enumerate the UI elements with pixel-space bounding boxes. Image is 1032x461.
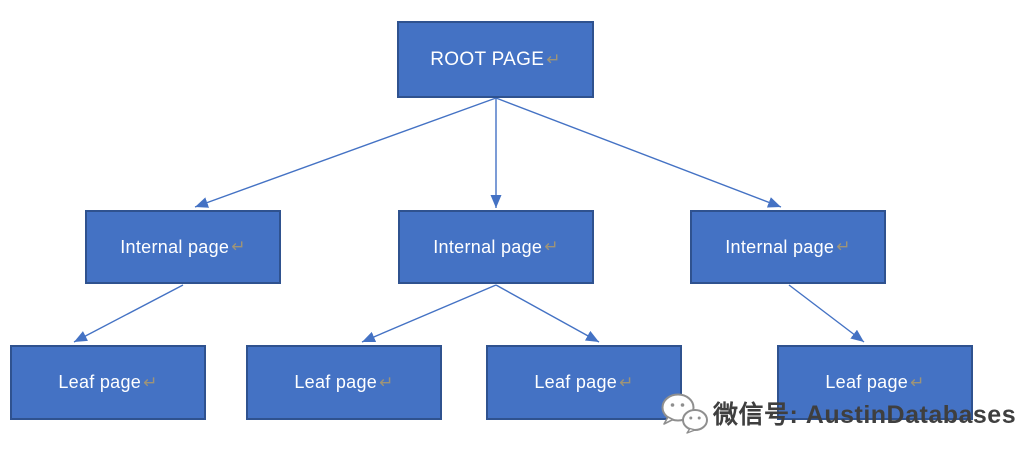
node-label: Leaf page [534, 372, 618, 392]
node-label: Internal page [433, 236, 543, 257]
paragraph-return-icon: ↵ [619, 372, 634, 392]
node-leaf-page-4: Leaf page↵ [777, 345, 973, 420]
node-root-page: ROOT PAGE↵ [397, 21, 594, 98]
edge-internal-2-to-leaf-3 [495, 284, 600, 343]
watermark-text: 微信号: AustinDatabases [713, 401, 1017, 429]
edge-root-to-internal-3 [495, 97, 782, 208]
edge-root-to-internal-1 [194, 97, 497, 208]
node-label: ROOT PAGE [430, 48, 545, 70]
node-label: Leaf page [825, 372, 909, 392]
node-leaf-page-1: Leaf page↵ [10, 345, 206, 420]
paragraph-return-icon: ↵ [379, 372, 394, 392]
paragraph-return-icon: ↵ [143, 372, 158, 392]
edge-internal-3-to-leaf-4 [788, 284, 865, 343]
edge-internal-2-to-leaf-2 [361, 284, 497, 343]
watermark: 微信号: AustinDatabases [659, 392, 1016, 434]
paragraph-return-icon: ↵ [231, 237, 246, 256]
node-label: Internal page [120, 236, 230, 257]
node-leaf-page-3: Leaf page↵ [486, 345, 682, 420]
node-label: Internal page [725, 236, 835, 257]
paragraph-return-icon: ↵ [544, 237, 559, 256]
node-internal-page-1: Internal page↵ [85, 210, 281, 284]
node-internal-page-2: Internal page↵ [398, 210, 594, 284]
paragraph-return-icon: ↵ [910, 372, 925, 392]
wechat-icon [661, 393, 708, 434]
paragraph-return-icon: ↵ [836, 237, 851, 256]
node-label: Leaf page [58, 372, 142, 392]
edge-internal-1-to-leaf-1 [73, 284, 184, 343]
node-internal-page-3: Internal page↵ [690, 210, 886, 284]
node-leaf-page-2: Leaf page↵ [246, 345, 442, 420]
node-label: Leaf page [294, 372, 378, 392]
paragraph-return-icon: ↵ [546, 49, 561, 69]
